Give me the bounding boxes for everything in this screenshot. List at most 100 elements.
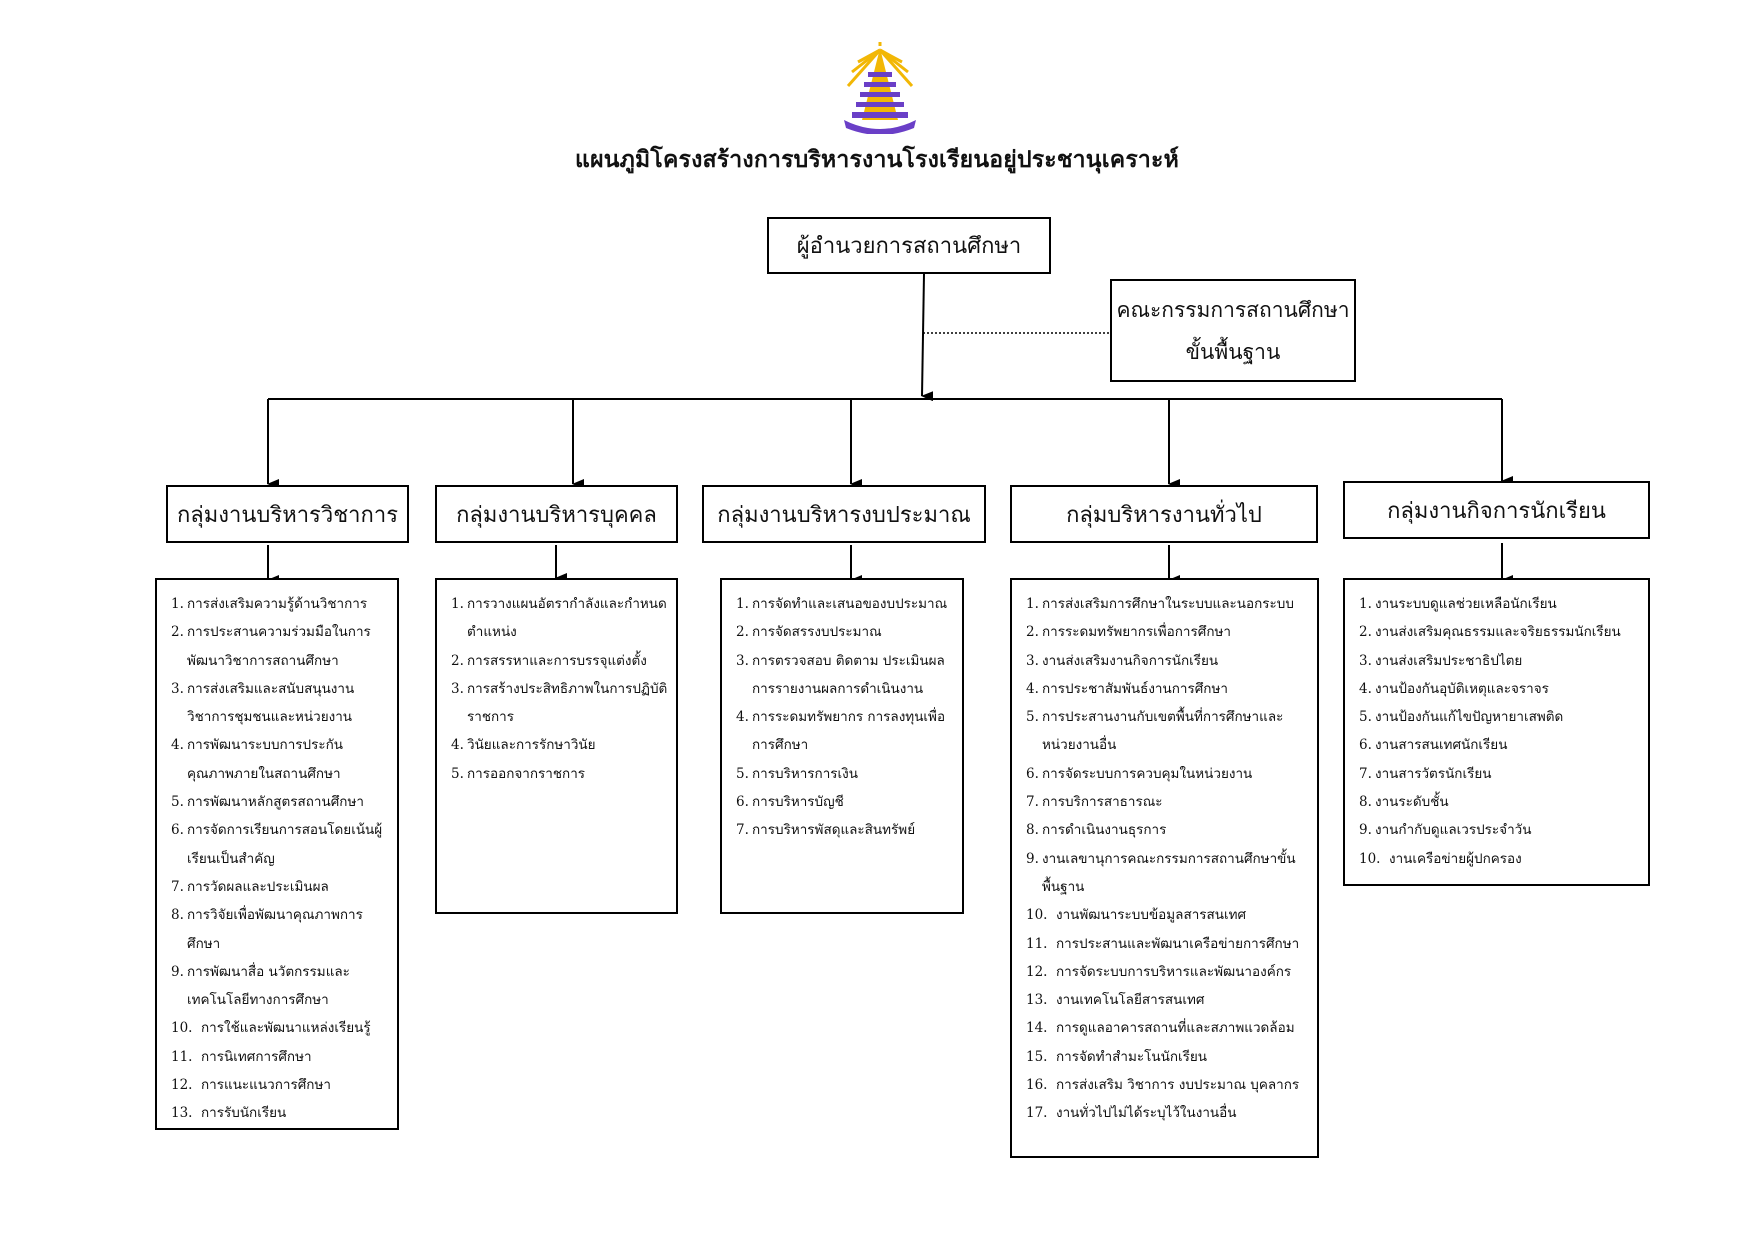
task-number: 7.	[736, 822, 749, 839]
task-number: 3.	[736, 652, 749, 669]
task-item: 1.การส่งเสริมการศึกษาในระบบและนอกระบบ	[1026, 590, 1309, 618]
task-item: 4.การพัฒนาระบบการประกันคุณภาพภายในสถานศึ…	[171, 731, 389, 788]
task-item: 4.วินัยและการรักษาวินัย	[451, 731, 668, 759]
task-number: 6.	[1359, 737, 1372, 754]
logo-rays	[846, 42, 914, 87]
task-text: การระดมทรัพยากร การลงทุนเพื่อการศึกษา	[752, 709, 946, 754]
task-number: 6.	[171, 822, 184, 839]
task-number: 7.	[1359, 765, 1372, 782]
task-number: 7.	[1026, 794, 1039, 811]
logo-ribbon	[844, 120, 916, 134]
task-item: 9.งานเลขานุการคณะกรรมการสถานศึกษาขั้นพื้…	[1026, 845, 1309, 902]
task-item: 10.งานพัฒนาระบบข้อมูลสารสนเทศ	[1026, 901, 1309, 929]
task-number: 9.	[1026, 850, 1039, 867]
task-number: 10.	[1359, 850, 1381, 867]
task-number: 13.	[1026, 992, 1048, 1009]
task-text: การพัฒนาหลักสูตรสถานศึกษา	[187, 794, 364, 811]
task-text: งานระบบดูแลช่วยเหลือนักเรียน	[1375, 596, 1557, 612]
task-item: 10.การใช้และพัฒนาแหล่งเรียนรู้	[171, 1014, 389, 1042]
task-item: 7.การวัดผลและประเมินผล	[171, 873, 389, 901]
task-item: 2.การจัดสรรงบประมาณ	[736, 618, 954, 646]
task-text: การวัดผลและประเมินผล	[187, 878, 329, 895]
task-number: 11.	[171, 1048, 193, 1065]
task-item: 7.การบริการสาธารณะ	[1026, 788, 1309, 816]
task-number: 8.	[171, 907, 184, 924]
task-item: 2.การประสานความร่วมมือในการพัฒนาวิชาการส…	[171, 618, 389, 675]
task-item: 12.การแนะแนวการศึกษา	[171, 1071, 389, 1099]
director-box: ผู้อำนวยการสถานศึกษา	[767, 217, 1051, 274]
task-item: 7.การบริหารพัสดุและสินทรัพย์	[736, 816, 954, 844]
task-text: การประสานความร่วมมือในการพัฒนาวิชาการสถา…	[187, 624, 371, 669]
task-item: 11.การนิเทศการศึกษา	[171, 1043, 389, 1071]
dept-personnel-label: กลุ่มงานบริหารบุคคล	[456, 502, 657, 528]
task-text: งานป้องกันอุบัติเหตุและจราจร	[1375, 680, 1549, 697]
dept-budget-box: กลุ่มงานบริหารงบประมาณ	[702, 485, 986, 543]
task-item: 4.การประชาสัมพันธ์งานการศึกษา	[1026, 675, 1309, 703]
task-item: 14. การดูแลอาคารสถานที่และสภาพแวดล้อม	[1026, 1014, 1309, 1042]
task-item: 1.งานระบบดูแลช่วยเหลือนักเรียน	[1359, 590, 1640, 618]
task-item: 17. งานทั่วไปไม่ได้ระบุไว้ในงานอื่น	[1026, 1099, 1309, 1127]
task-number: 4.	[171, 737, 184, 754]
task-number: 13.	[171, 1105, 193, 1122]
task-item: 3.การตรวจสอบ ติดตาม ประเมินผลการรายงานผล…	[736, 647, 954, 704]
task-text: การวิจัยเพื่อพัฒนาคุณภาพการศึกษา	[187, 907, 363, 952]
task-item: 16.การส่งเสริม วิชาการ งบประมาณ บุคลากร	[1026, 1071, 1309, 1099]
task-item: 9.งานกำกับดูแลเวรประจำวัน	[1359, 816, 1640, 844]
task-text: การจัดระบบการบริหารและพัฒนาองค์กร	[1056, 963, 1292, 980]
committee-label-line1: คณะกรรมการสถานศึกษา	[1116, 297, 1350, 322]
task-number: 17.	[1026, 1105, 1048, 1122]
task-text: งานป้องกันแก้ไขปัญหายาเสพติด	[1375, 709, 1564, 726]
task-text: การบริหารบัญชี	[752, 794, 844, 811]
task-text: งานเครือข่ายผู้ปกครอง	[1389, 850, 1522, 867]
task-number: 1.	[736, 596, 749, 612]
task-item: 5.การประสานงานกับเขตพื้นที่การศึกษาและหน…	[1026, 703, 1309, 760]
task-item: 5.การพัฒนาหลักสูตรสถานศึกษา	[171, 788, 389, 816]
task-item: 8.งานระดับชั้น	[1359, 788, 1640, 816]
task-text: การส่งเสริมความรู้ด้านวิชาการ	[187, 596, 368, 612]
task-item: 2.การระดมทรัพยากรเพื่อการศึกษา	[1026, 618, 1309, 646]
task-item: 11. การประสานและพัฒนาเครือข่ายการศึกษา	[1026, 930, 1309, 958]
task-item: 5.งานป้องกันแก้ไขปัญหายาเสพติด	[1359, 703, 1640, 731]
task-item: 3.งานส่งเสริมประชาธิปไตย	[1359, 647, 1640, 675]
task-number: 4.	[1359, 680, 1372, 697]
task-text: งานทั่วไปไม่ได้ระบุไว้ในงานอื่น	[1056, 1105, 1237, 1122]
task-number: 5.	[736, 765, 749, 782]
task-text: การดูแลอาคารสถานที่และสภาพแวดล้อม	[1056, 1020, 1295, 1037]
task-text: การวางแผนอัตรากำลังและกำหนดตำแหน่ง	[467, 596, 667, 641]
task-number: 4.	[736, 709, 749, 726]
task-item: 13.การรับนักเรียน	[171, 1099, 389, 1127]
task-item: 6.การจัดการเรียนการสอนโดยเน้นผู้เรียนเป็…	[171, 816, 389, 873]
task-text: การจัดระบบการควบคุมในหน่วยงาน	[1042, 765, 1253, 782]
task-text: การพัฒนาระบบการประกันคุณภาพภายในสถานศึกษ…	[187, 737, 344, 782]
dept-student-affairs-box: กลุ่มงานกิจการนักเรียน	[1343, 481, 1650, 539]
page-title: แผนภูมิโครงสร้างการบริหารงานโรงเรียนอยู่…	[575, 146, 1179, 173]
task-text: การจัดทำและเสนอของบประมาณ	[752, 596, 948, 612]
task-item: 15.การจัดทำสำมะโนนักเรียน	[1026, 1043, 1309, 1071]
school-logo	[844, 42, 916, 134]
task-number: 2.	[736, 624, 749, 641]
task-text: งานเทคโนโลยีสารสนเทศ	[1056, 992, 1205, 1009]
dept-academic-label: กลุ่มงานบริหารวิชาการ	[176, 502, 399, 528]
task-number: 3.	[171, 680, 184, 697]
task-item: 1.การส่งเสริมความรู้ด้านวิชาการ	[171, 590, 389, 618]
task-text: งานพัฒนาระบบข้อมูลสารสนเทศ	[1056, 907, 1247, 924]
task-number: 11.	[1026, 935, 1048, 952]
task-text: การประสานและพัฒนาเครือข่ายการศึกษา	[1056, 935, 1300, 952]
committee-box: คณะกรรมการสถานศึกษา ขั้นพื้นฐาน	[1110, 279, 1356, 382]
task-number: 4.	[451, 737, 464, 754]
director-label: ผู้อำนวยการสถานศึกษา	[796, 234, 1022, 259]
task-item: 1.การจัดทำและเสนอของบประมาณ	[736, 590, 954, 618]
task-item: 3.งานส่งเสริมงานกิจการนักเรียน	[1026, 647, 1309, 675]
task-number: 2.	[1359, 624, 1372, 641]
task-text: การพัฒนาสื่อ นวัตกรรมและเทคโนโลยีทางการศ…	[187, 963, 350, 1009]
task-number: 14.	[1026, 1020, 1048, 1037]
dept-general-box: กลุ่มบริหารงานทั่วไป	[1010, 485, 1318, 543]
task-number: 1.	[1359, 596, 1372, 612]
